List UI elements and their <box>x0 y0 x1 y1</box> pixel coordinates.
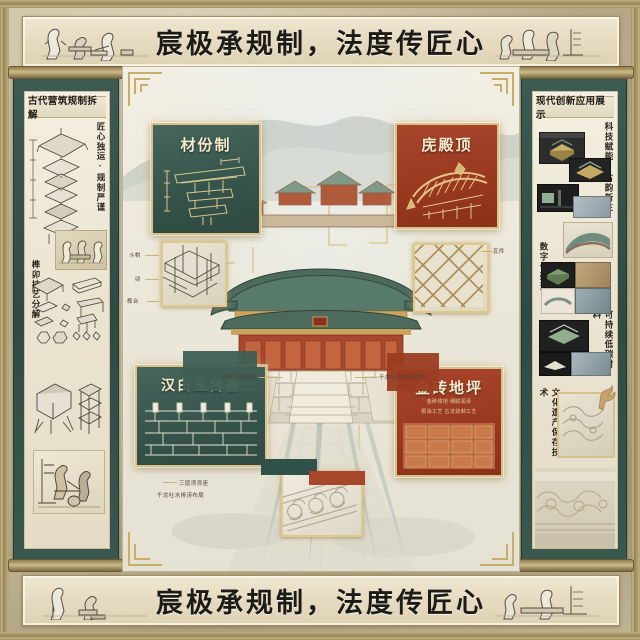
dragon-ornament-icon <box>598 384 616 411</box>
scroll-rod-top <box>8 66 126 79</box>
scroll-rod-bottom <box>8 559 126 572</box>
poster-title-bottom: 宸极承规制，法度传匠心 <box>156 588 486 619</box>
bracket-joint-isometric-drawing <box>162 245 220 298</box>
craftsmen-at-workbench-photo <box>55 230 107 270</box>
label-sun-he: 榫合 <box>127 299 139 305</box>
scroll-rod-top-right <box>516 66 634 79</box>
left-scroll-paper: 古代营筑规制拆解 匠心独运·规制严谨 榫卯技艺分解 <box>24 91 110 549</box>
annotation-roof-slope: 庑殿顶面坡度 <box>221 375 257 381</box>
folded-plate-photo <box>539 352 571 376</box>
card-wu-dian-ding[interactable]: 庑殿顶 <box>395 123 499 229</box>
card-subtitle-line-1: 金砖墁地 细腻润泽 <box>426 400 472 405</box>
top-title-banner: 宸极承规制，法度传匠心 <box>22 16 620 67</box>
prefab-panel-photo <box>541 288 575 314</box>
right-scroll-header: 现代创新应用展示 <box>536 96 614 121</box>
measure-scale-icon <box>29 139 37 219</box>
leader-line-1 <box>145 255 159 256</box>
scroll-rod-bottom-right <box>516 559 634 572</box>
right-scroll-paper: 现代创新应用展示 科技赋能·古韵新生 数字化建造 可持续低碳材料 文化遗产保存技… <box>532 91 618 549</box>
layered-model-screen <box>539 320 589 352</box>
modern-pavilion-photo <box>575 288 611 314</box>
right-scroll-panel: 现代创新应用展示 科技赋能·古韵新生 数字化建造 可持续低碳材料 文化遗产保存技… <box>516 66 634 572</box>
white-marble-terrace-drawing <box>145 402 257 456</box>
label-mao: 卯 <box>135 277 141 283</box>
bottom-title-banner: 宸极承规制，法度传匠心 <box>22 575 620 626</box>
hip-roof-detail-drawing <box>406 162 488 219</box>
central-canvas: 材份制 庑殿顶 <box>122 66 520 572</box>
right-scroll-header-text: 现代创新应用展示 <box>536 96 606 121</box>
label-wa-jian: 瓦件 <box>493 249 505 255</box>
leader-line-4 <box>481 251 493 252</box>
left-scroll-panel: 古代营筑规制拆解 匠心独运·规制严谨 榫卯技艺分解 <box>8 66 126 572</box>
ink-wash-ground <box>171 513 475 557</box>
swoop-roof-photo <box>571 352 611 376</box>
frame-bottom-edge <box>0 632 640 640</box>
card-title-wu-dian-ding: 庑殿顶 <box>421 136 473 154</box>
card-title-cai-fen-zhi: 材份制 <box>180 136 232 154</box>
leader-line-6 <box>355 377 377 378</box>
card-cai-fen-zhi[interactable]: 材份制 <box>151 123 261 235</box>
frame-left-edge <box>0 0 9 640</box>
gold-brick-paving-photo <box>403 423 495 469</box>
card-jin-zhuan-di-ping[interactable]: 金砖地坪 金砖墁地 细腻润泽 桐油工艺 古法烧制工艺 <box>395 367 503 477</box>
green-roof-module-photo <box>541 262 575 288</box>
accent-block-red-right <box>387 353 439 391</box>
prefab-roof-panel-photo <box>563 222 613 258</box>
3d-scan-roof-render <box>569 158 611 182</box>
craftsmen-woodworking-icon <box>41 28 149 61</box>
bracket-set-module-drawing <box>164 157 246 225</box>
marble-balustrade-photo <box>535 468 615 548</box>
left-scroll-header: 古代营筑规制拆解 <box>28 96 106 121</box>
poster-title: 宸极承规制，法度传匠心 <box>156 29 486 60</box>
glazed-tile-lattice-photo <box>408 228 484 308</box>
leader-line-7 <box>163 482 177 483</box>
craftsmen-planing-icon <box>495 586 599 620</box>
frame-right-edge <box>631 0 640 640</box>
leader-line-2 <box>145 279 159 280</box>
carved-stone-relief-photo <box>557 392 615 458</box>
left-vertical-label-2: 榫卯技艺分解 <box>30 260 40 320</box>
carpenters-sawing-photo <box>33 450 105 514</box>
digital-fabrication-screen <box>537 184 579 212</box>
craftsmen-sawing-icon <box>495 29 601 61</box>
right-vertical-label-4: 文化遗产保存技术 <box>538 388 560 458</box>
card-subtitle-line-2: 桐油工艺 古法烧制工艺 <box>421 410 477 415</box>
corner-fret-top-left <box>128 72 162 106</box>
accent-block-teal-left <box>183 351 257 391</box>
left-scroll-header-text: 古代营筑规制拆解 <box>28 96 98 121</box>
accent-block-teal-center <box>261 459 317 475</box>
craftsmen-laying-brick-icon <box>43 587 147 620</box>
timber-joint-parts-diagram <box>32 277 104 344</box>
accent-block-red-center <box>309 471 365 485</box>
caption-terrace-line-2: 千龙吐水排涝布局 <box>157 493 205 499</box>
right-vertical-label-3: 可持续低碳材料 <box>591 310 613 370</box>
leader-line-5 <box>259 377 283 378</box>
tile-roof-tile-pattern[interactable] <box>408 228 489 313</box>
annotation-drainage: 千龙吐水排涝优势 <box>379 375 427 381</box>
caption-terrace-line-1: 三层须弥座 <box>179 481 209 487</box>
carved-balustrade-relief-photo <box>272 474 369 534</box>
leader-line-3 <box>147 301 159 302</box>
frame-top-edge <box>0 0 640 8</box>
laminated-timber-photo <box>575 262 611 288</box>
tile-dou-gong-detail[interactable] <box>161 241 227 307</box>
exploded-roof-assembly-diagram <box>36 128 89 248</box>
column-base-and-frame-diagram <box>34 383 102 434</box>
left-vertical-label-1: 匠心独运·规制严谨 <box>95 122 105 213</box>
label-dou-gong: 斗栱 <box>129 253 141 259</box>
fabrication-site-photo <box>573 196 611 218</box>
